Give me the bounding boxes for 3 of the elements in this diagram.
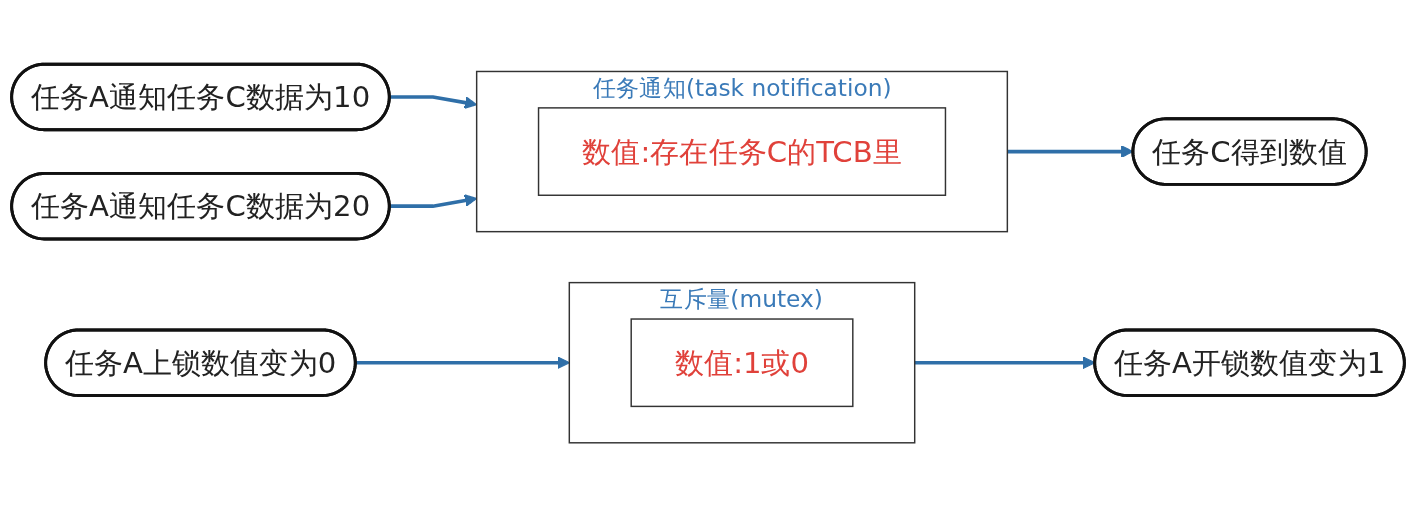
node-box: 数值:1或0 [630,318,854,408]
node-box: 数值:存在任务C的TCB里 [537,107,947,196]
arrow [355,356,570,370]
